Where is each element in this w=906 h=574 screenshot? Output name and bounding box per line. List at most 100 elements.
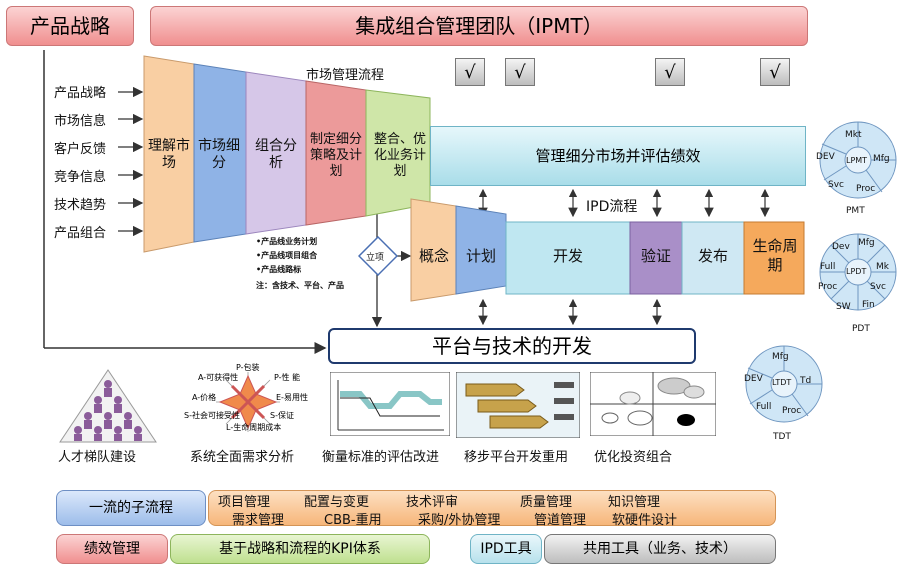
- market-flow-label: 市场管理流程: [306, 68, 385, 83]
- funnel-stage-strategy: 制定细分策略及计划: [309, 131, 362, 180]
- requirement-caption: 系统全面需求分析: [190, 450, 295, 465]
- manage-segment-bar: 管理细分市场并评估绩效: [430, 126, 806, 186]
- product-strategy-box: 产品战略: [6, 6, 134, 46]
- subprocess-label: 一流的子流程: [89, 499, 173, 516]
- portfolio-optimization-image: [590, 372, 716, 436]
- ipd-stage-verify: 验证: [640, 246, 671, 265]
- input-item: 产品战略: [54, 86, 107, 101]
- performance-label: 绩效管理: [84, 540, 140, 557]
- radar-label: P-包装: [236, 363, 260, 372]
- ipmt-title: 集成组合管理团队（IPMT）: [355, 14, 603, 38]
- tdt-member: Mfg: [772, 352, 789, 362]
- ipd-stage-concept: 概念: [418, 246, 449, 265]
- subprocess-item: 软硬件设计: [612, 513, 678, 528]
- radar-label: A-可获得性: [198, 373, 239, 382]
- subprocess-item: 技术评审: [406, 495, 459, 510]
- input-item: 市场信息: [54, 114, 107, 129]
- ipd-stage-plan: 计划: [465, 246, 496, 265]
- talent-pyramid-image: [59, 369, 157, 443]
- pdt-center: LPDT: [846, 267, 867, 276]
- evaluation-improvement-image: [330, 372, 450, 436]
- input-item: 客户反馈: [54, 142, 107, 157]
- radar-label: L-生命周期成本: [226, 423, 282, 432]
- subprocess-list-box: [208, 490, 776, 526]
- radar-label: P-性 能: [274, 373, 301, 382]
- tdt-member: Proc: [782, 406, 802, 416]
- ipd-stage-release: 发布: [697, 246, 728, 265]
- pmt-member: Mfg: [873, 154, 890, 164]
- manage-segment-label: 管理细分市场并评估绩效: [535, 147, 701, 165]
- ipd-flow-label: IPD流程: [586, 199, 638, 215]
- funnel-stage-segment: 市场细分: [198, 137, 240, 172]
- evaluation-caption: 衡量标准的评估改进: [322, 450, 440, 465]
- tdt-center: LTDT: [772, 378, 792, 387]
- pmt-member: Svc: [828, 180, 844, 190]
- subprocess-box: 一流的子流程: [56, 490, 206, 526]
- pdt-member: Full: [820, 262, 836, 272]
- tdt-team-circle: [745, 345, 823, 423]
- ipd-stage-lifecycle: 生命周期: [752, 237, 798, 274]
- decision-diamond: [358, 236, 398, 276]
- talent-caption: 人才梯队建设: [58, 450, 137, 465]
- subprocess-item: 配置与变更: [304, 495, 370, 510]
- tdt-member: Td: [800, 376, 812, 386]
- platform-tech-bar: 平台与技术的开发: [328, 328, 696, 364]
- kpi-label: 基于战略和流程的KPI体系: [219, 540, 381, 557]
- tdt-member: DEV: [744, 374, 763, 384]
- ipd-flow-shapes: [410, 198, 805, 302]
- tdt-caption: TDT: [773, 432, 791, 442]
- ipd-tool-label: IPD工具: [480, 540, 532, 557]
- subprocess-item: 管道管理: [534, 513, 587, 528]
- tdt-member: Full: [756, 402, 772, 412]
- common-tool-label: 共用工具（业务、技术）: [583, 540, 737, 557]
- product-strategy-title: 产品战略: [30, 14, 110, 38]
- pdt-member: Mfg: [858, 238, 875, 248]
- radar-label: E-易用性: [276, 393, 308, 402]
- radar-label: S-社会可接受性: [184, 411, 240, 420]
- portfolio-caption: 优化投资组合: [594, 450, 673, 465]
- subprocess-item: 项目管理: [218, 495, 271, 510]
- plan-note: 注：含技术、平台、产品: [256, 281, 344, 290]
- requirement-radar-image: [216, 372, 280, 432]
- pmt-center: LPMT: [846, 156, 868, 165]
- pdt-member: SW: [836, 302, 851, 312]
- plan-note: •产品线项目组合: [256, 251, 318, 260]
- radar-label: A-价格: [192, 393, 217, 402]
- subprocess-item: 知识管理: [608, 495, 661, 510]
- ipmt-box: 集成组合管理团队（IPMT）: [150, 6, 808, 46]
- input-item: 技术趋势: [54, 198, 107, 213]
- pmt-member: DEV: [816, 152, 835, 162]
- platform-reuse-image: [456, 372, 580, 438]
- ipd-stage-develop: 开发: [552, 246, 583, 265]
- platform-tech-label: 平台与技术的开发: [432, 334, 592, 358]
- pdt-caption: PDT: [852, 324, 870, 334]
- pdt-member: Dev: [832, 242, 850, 252]
- plan-note: •产品线路标: [256, 265, 302, 274]
- plan-note: •产品线业务计划: [256, 237, 318, 246]
- input-item: 竞争信息: [54, 170, 107, 185]
- checkpoint-2: √: [505, 58, 535, 86]
- input-item: 产品组合: [54, 226, 107, 241]
- pmt-member: Proc: [856, 184, 876, 194]
- performance-box: 绩效管理: [56, 534, 168, 564]
- ipd-tool-box: IPD工具: [470, 534, 542, 564]
- subprocess-item: 质量管理: [520, 495, 573, 510]
- checkpoint-3: √: [655, 58, 685, 86]
- pdt-member: Fin: [862, 300, 875, 310]
- pmt-caption: PMT: [846, 206, 865, 216]
- pmt-team-circle: [819, 121, 897, 199]
- radar-label: S-保证: [270, 411, 294, 420]
- pdt-member: Proc: [818, 282, 838, 292]
- funnel-shapes: [143, 55, 431, 253]
- pdt-team-circle: [819, 233, 897, 311]
- funnel-stage-portfolio: 组合分析: [255, 137, 297, 172]
- pdt-member: Mk: [876, 262, 889, 272]
- pdt-member: Svc: [870, 282, 886, 292]
- subprocess-item: CBB-重用: [324, 513, 382, 528]
- pmt-member: Mkt: [845, 130, 862, 140]
- subprocess-item: 需求管理: [232, 513, 285, 528]
- checkpoint-4: √: [760, 58, 790, 86]
- subprocess-item: 采购/外协管理: [418, 513, 501, 528]
- common-tool-box: 共用工具（业务、技术）: [544, 534, 776, 564]
- platform-reuse-caption: 移步平台开发重用: [464, 450, 569, 465]
